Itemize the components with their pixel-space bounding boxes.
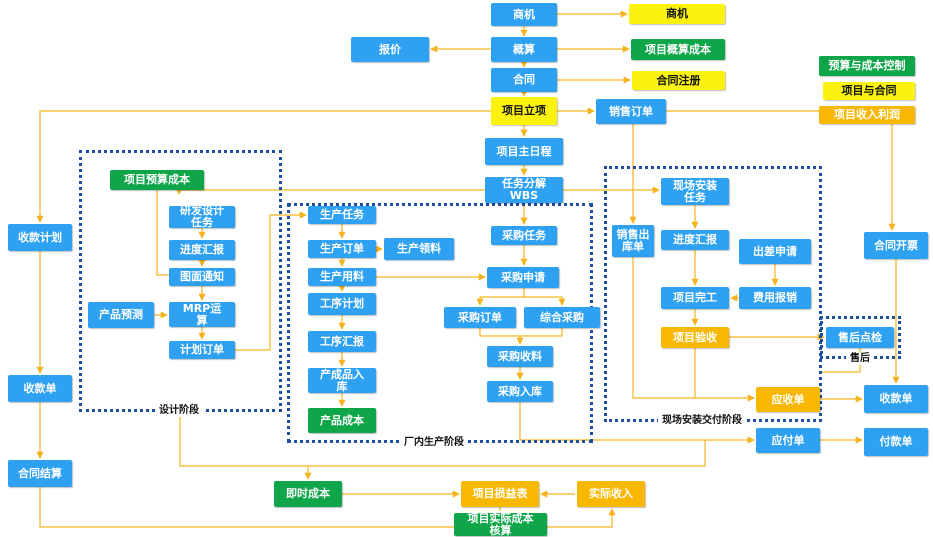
product-in-stock-node[interactable]: 产成品入 库 [308, 368, 376, 393]
connector-arrow [666, 110, 896, 231]
instant-cost-node[interactable]: 即时成本 [274, 481, 342, 507]
quotation-node[interactable]: 报价 [351, 37, 429, 62]
after-sales-label: 售后 [846, 353, 874, 365]
process-report-node[interactable]: 工序汇报 [308, 331, 376, 352]
master-schedule-node[interactable]: 项目主日程 [485, 138, 563, 165]
contract-node[interactable]: 合同 [491, 68, 557, 92]
connector-arrow [479, 328, 524, 345]
design-progress-node[interactable]: 进度汇报 [169, 240, 235, 260]
opportunity-yellow-node[interactable]: 商机 [629, 4, 725, 24]
receipt-right-node[interactable]: 收款单 [864, 385, 928, 413]
sales-order-node[interactable]: 销售订单 [596, 99, 666, 124]
factory-stage-label: 厂内生产阶段 [400, 437, 468, 449]
mrp-node[interactable]: MRP运 算 [169, 302, 235, 327]
production-material-node[interactable]: 生产领料 [384, 238, 454, 260]
after-sales-check-node[interactable]: 售后点检 [826, 327, 894, 348]
connector-arrow [235, 211, 307, 351]
opportunity-node[interactable]: 商机 [491, 3, 557, 26]
connector-arrow [632, 257, 695, 399]
budget-cost-node[interactable]: 项目预算成本 [110, 170, 204, 190]
production-task-node[interactable]: 生产任务 [308, 206, 376, 224]
product-forecast-node[interactable]: 产品预测 [88, 302, 154, 328]
combined-purchase-node[interactable]: 综合采购 [524, 307, 600, 328]
contract-registration-node[interactable]: 合同注册 [632, 71, 725, 90]
purchase-request-node[interactable]: 采购申请 [487, 267, 559, 288]
connector-arrow [156, 190, 169, 276]
receivable-node[interactable]: 应收单 [756, 387, 820, 412]
connector-arrow [476, 288, 525, 306]
legend-project-income-profit: 项目收入利润 [819, 106, 915, 124]
purchase-in-stock-node[interactable]: 采购入库 [487, 381, 553, 402]
payment-node[interactable]: 付款单 [864, 428, 928, 456]
design-stage-label: 设计阶段 [155, 405, 203, 417]
contract-settlement-node[interactable]: 合同结算 [8, 460, 72, 487]
process-plan-node[interactable]: 工序计划 [308, 293, 376, 315]
travel-apply-node[interactable]: 出差申请 [739, 239, 811, 264]
project-setup-node[interactable]: 项目立项 [491, 97, 557, 125]
wbs-node[interactable]: 任务分解 WBS [485, 177, 563, 203]
connector-arrow [694, 348, 755, 402]
connector-arrow [520, 328, 563, 337]
project-actual-cost-node[interactable]: 项目实际成本 核算 [454, 513, 547, 536]
project-complete-node[interactable]: 项目完工 [661, 287, 729, 309]
onsite-progress-node[interactable]: 进度汇报 [661, 230, 729, 250]
connector-arrow [39, 487, 616, 528]
actual-income-node[interactable]: 实际收入 [577, 481, 645, 507]
purchase-receive-node[interactable]: 采购收料 [487, 346, 553, 367]
production-order-node[interactable]: 生产订单 [308, 240, 376, 258]
estimate-node[interactable]: 概算 [491, 37, 557, 62]
connector-arrow [175, 187, 485, 195]
production-bom-node[interactable]: 生产用料 [308, 268, 376, 286]
connector-arrow [524, 296, 566, 306]
legend-project-and-contract: 项目与合同 [823, 82, 915, 100]
contract-invoice-node[interactable]: 合同开票 [864, 232, 928, 259]
connector-arrow [36, 110, 491, 223]
project-acceptance-node[interactable]: 项目验收 [661, 327, 729, 348]
drawing-notice-node[interactable]: 图面通知 [169, 268, 235, 286]
expense-claim-node[interactable]: 费用报销 [739, 287, 811, 309]
payable-node[interactable]: 应付单 [756, 428, 820, 453]
sales-out-node[interactable]: 销售出 库单 [612, 225, 654, 257]
product-cost-node[interactable]: 产品成本 [308, 408, 376, 433]
project-pl-report-node[interactable]: 项目损益表 [461, 481, 539, 507]
collection-plan-node[interactable]: 收款计划 [8, 224, 72, 251]
legend-budget-cost-control: 预算与成本控制 [819, 56, 915, 76]
connector-arrow [179, 412, 706, 467]
receipt-left-node[interactable]: 收款单 [8, 375, 72, 402]
rd-design-task-node[interactable]: 研发设计 任务 [169, 206, 235, 228]
purchase-task-node[interactable]: 采购任务 [491, 226, 557, 245]
onsite-stage-label: 现场安装交付阶段 [658, 415, 746, 427]
purchase-order-node[interactable]: 采购订单 [444, 307, 516, 328]
estimate-cost-node[interactable]: 项目概算成本 [631, 39, 725, 60]
plan-order-node[interactable]: 计划订单 [169, 341, 235, 359]
onsite-install-task-node[interactable]: 现场安装 任务 [661, 178, 729, 205]
